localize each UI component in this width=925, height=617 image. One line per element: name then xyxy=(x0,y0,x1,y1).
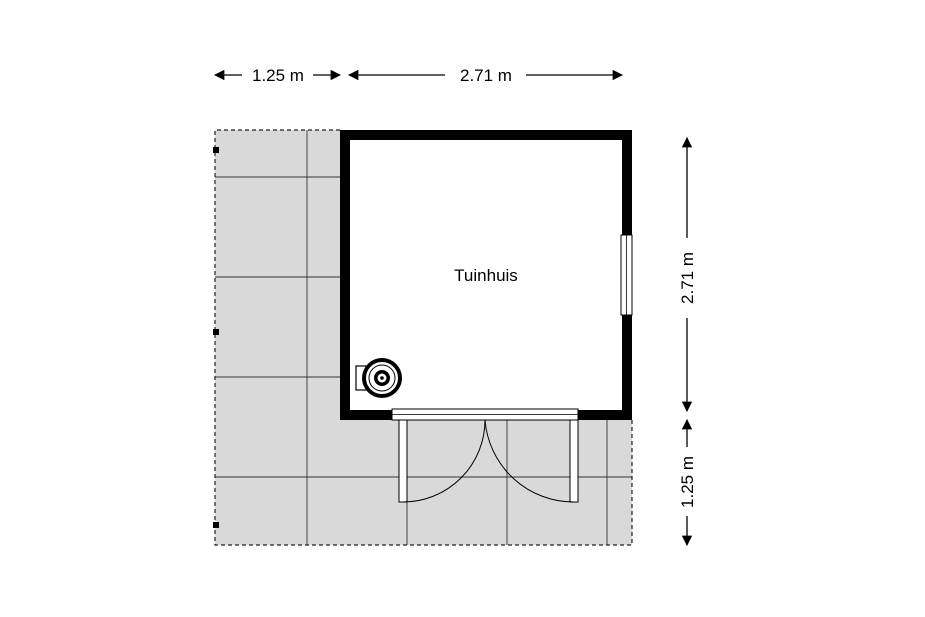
dimension-label: 2.71 m xyxy=(460,66,512,85)
door-leaf-right xyxy=(569,419,579,503)
dimension-right-upper: 2.71 m xyxy=(678,136,697,413)
dimension-top-left: 1.25 m xyxy=(213,66,342,85)
dimension-label: 1.25 m xyxy=(252,66,304,85)
door-swing-right xyxy=(484,419,575,503)
dimension-right-lower: 1.25 m xyxy=(678,418,697,547)
room-label: Tuinhuis xyxy=(454,266,518,285)
door-swing-left xyxy=(402,419,486,503)
post-marker xyxy=(213,147,219,153)
post-marker xyxy=(213,329,219,335)
post-marker xyxy=(213,522,219,528)
terrace-paving xyxy=(215,130,632,545)
door-leaf-left xyxy=(398,419,408,503)
terrace xyxy=(213,129,633,546)
toilet-icon xyxy=(355,358,402,398)
terrace-outline xyxy=(214,129,633,546)
dimension-label: 2.71 m xyxy=(678,252,697,304)
dimension-top-right: 2.71 m xyxy=(347,66,624,85)
dimension-label: 1.25 m xyxy=(678,456,697,508)
double-door xyxy=(398,419,579,503)
